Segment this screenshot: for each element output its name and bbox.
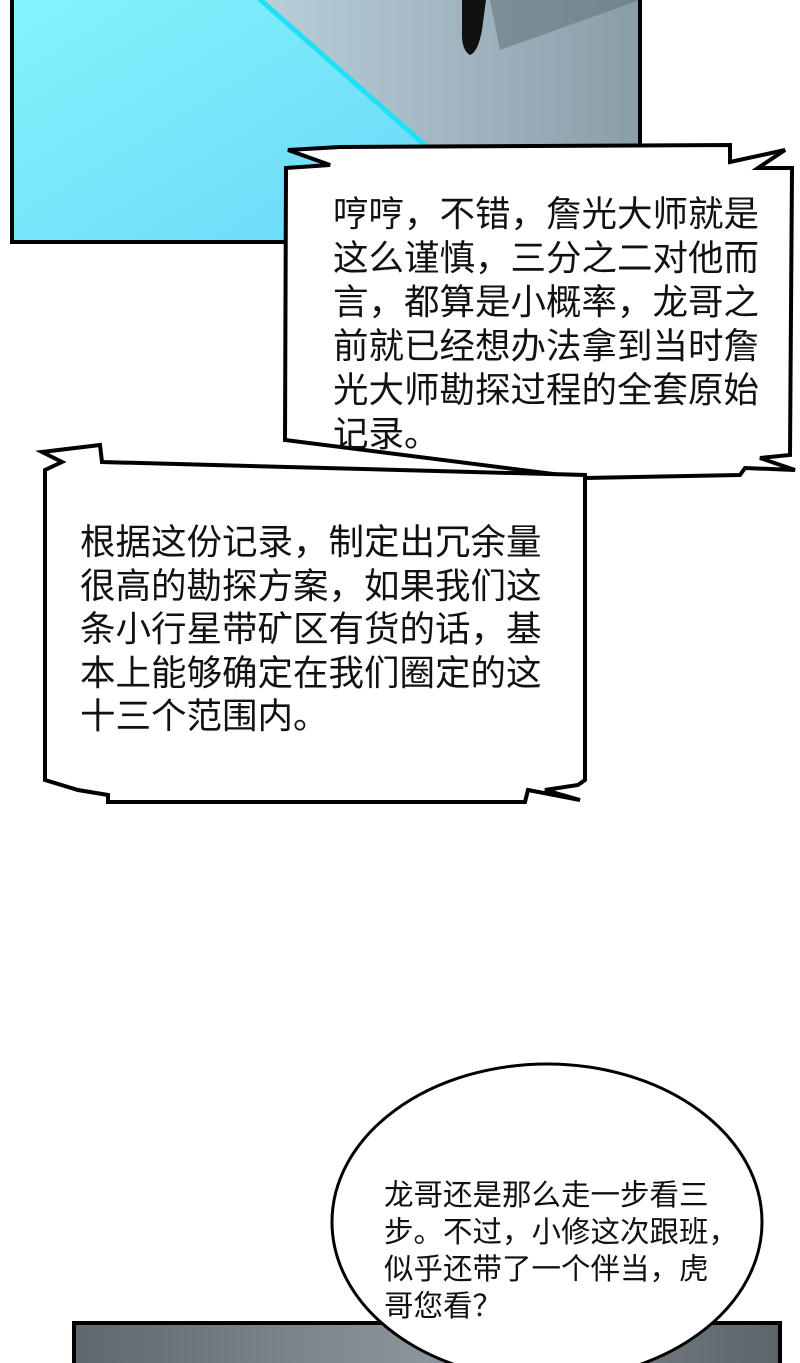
text-line: 哼哼，不错，詹光大师就是 (333, 194, 760, 235)
bubble-3-text: 龙哥还是那么走一步看三 步。不过，小修这次跟班， 似乎还带了一个伴当，虎 哥您看… (384, 1177, 738, 1325)
text-line: 前就已经想办法拿到当时詹 (333, 326, 760, 367)
speech-bubble-3 (330, 1062, 764, 1363)
text-line: 十三个范围内。 (80, 696, 329, 737)
text-line: 这么谨慎，三分之二对他而 (333, 238, 760, 279)
text-line: 本上能够确定在我们圈定的这 (80, 652, 542, 694)
text-line: 哥您看？ (384, 1289, 503, 1323)
text-line: 条小行星带矿区有货的话，基 (80, 609, 542, 650)
text-line: 言，都算是小概率，龙哥之 (333, 282, 760, 323)
text-line: 龙哥还是那么走一步看三 (384, 1178, 709, 1212)
bubble-1-text: 哼哼，不错，詹光大师就是 这么谨慎，三分之二对他而 言，都算是小概率，龙哥之 前… (333, 193, 759, 457)
blade-tip-icon (461, 0, 486, 55)
speech-bubble-1 (282, 142, 796, 481)
text-line: 步。不过，小修这次跟班， (384, 1215, 739, 1249)
text-line: 记录。 (333, 414, 440, 455)
text-line: 似乎还带了一个伴当，虎 (384, 1252, 709, 1286)
shadow (490, 0, 640, 50)
text-line: 光大师勘探过程的全套原始 (333, 370, 760, 411)
text-line: 根据这份记录，制定出冗余量 (80, 522, 542, 563)
speech-bubble-2 (35, 442, 587, 804)
bubble-2-text: 根据这份记录，制定出冗余量 很高的勘探方案，如果我们这 条小行星带矿区有货的话，… (80, 521, 542, 739)
text-line: 很高的勘探方案，如果我们这 (80, 565, 542, 607)
